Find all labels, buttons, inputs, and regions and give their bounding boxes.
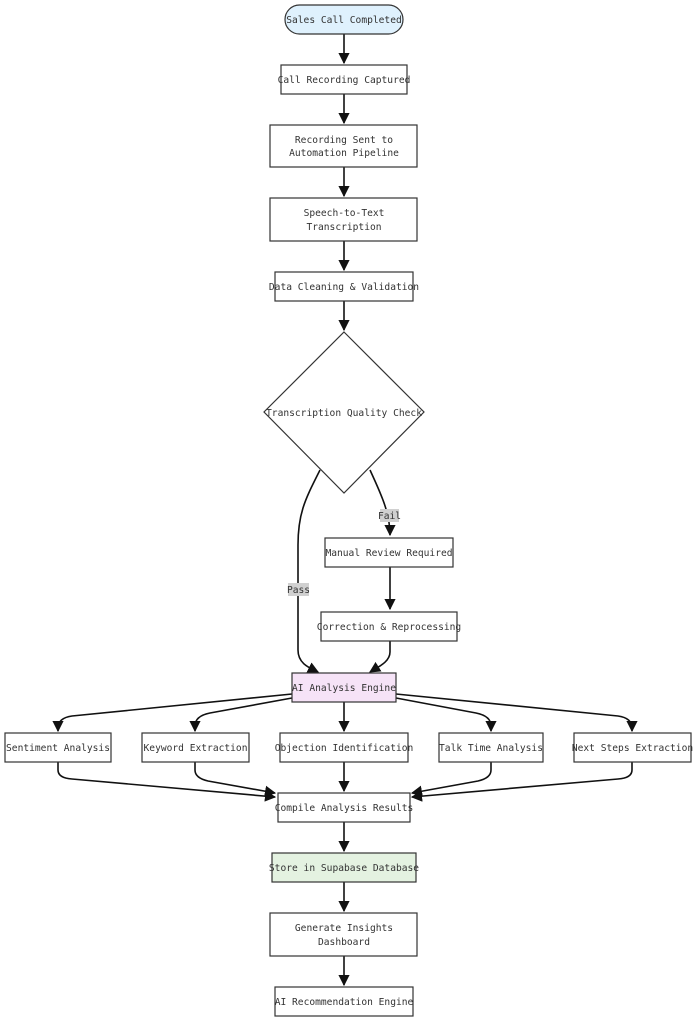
- node-store-in-supabase-label: Store in Supabase Database: [269, 863, 419, 874]
- edge-sentiment-to-compile: [57, 762, 277, 802]
- edge-ai-to-nextsteps: [395, 693, 638, 733]
- node-transcription-quality-check[interactable]: Transcription Quality Check: [263, 331, 425, 494]
- node-correction-reprocessing[interactable]: Correction & Reprocessing: [317, 611, 461, 642]
- node-compile-analysis-results[interactable]: Compile Analysis Results: [275, 792, 414, 823]
- node-data-cleaning-label: Data Cleaning & Validation: [269, 282, 419, 293]
- node-speech-to-text[interactable]: Speech-to-Text Transcription: [269, 197, 418, 242]
- node-recording-sent[interactable]: Recording Sent to Automation Pipeline: [269, 124, 418, 168]
- node-call-recording-captured-label: Call Recording Captured: [278, 75, 411, 86]
- node-transcription-quality-check-label: Transcription Quality Check: [266, 408, 422, 419]
- node-next-steps-extraction[interactable]: Next Steps Extraction: [572, 732, 693, 763]
- node-generate-insights-dashboard-label-line1: Generate Insights: [295, 923, 393, 934]
- node-ai-recommendation-engine[interactable]: AI Recommendation Engine: [274, 986, 414, 1017]
- edge-ai-to-keyword: [189, 697, 293, 733]
- node-keyword-extraction[interactable]: Keyword Extraction: [141, 732, 250, 763]
- node-ai-recommendation-engine-label: AI Recommendation Engine: [275, 997, 414, 1008]
- edge-label-fail: Fail: [378, 509, 401, 522]
- edge-talktime-to-compile: [410, 762, 492, 797]
- edge-ai-to-sentiment: [52, 693, 293, 733]
- node-keyword-extraction-label: Keyword Extraction: [144, 743, 248, 754]
- node-recording-sent-label-line2: Automation Pipeline: [289, 148, 399, 159]
- edges: [52, 34, 638, 987]
- node-ai-analysis-engine[interactable]: AI Analysis Engine: [291, 672, 397, 703]
- node-sales-call-completed-label: Sales Call Completed: [286, 15, 402, 26]
- node-sentiment-analysis-label: Sentiment Analysis: [6, 743, 110, 754]
- edge-label-pass: Pass: [287, 583, 310, 596]
- node-talk-time-analysis-label: Talk Time Analysis: [439, 743, 543, 754]
- node-objection-identification[interactable]: Objection Identification: [275, 732, 414, 763]
- edge-label-pass-text: Pass: [287, 585, 310, 596]
- node-manual-review-required[interactable]: Manual Review Required: [324, 537, 454, 568]
- node-generate-insights-dashboard-label-line2: Dashboard: [318, 937, 370, 948]
- node-ai-analysis-engine-label: AI Analysis Engine: [292, 683, 396, 694]
- node-next-steps-extraction-label: Next Steps Extraction: [572, 743, 693, 754]
- edge-quality-pass: [297, 469, 321, 673]
- edge-ai-to-talktime: [395, 697, 497, 733]
- node-speech-to-text-label-line1: Speech-to-Text: [304, 208, 385, 219]
- edge-keyword-to-compile: [194, 762, 277, 797]
- edge-correction-to-ai: [369, 641, 391, 673]
- node-generate-insights-dashboard[interactable]: Generate Insights Dashboard: [269, 912, 418, 957]
- node-manual-review-required-label: Manual Review Required: [325, 548, 452, 559]
- node-store-in-supabase[interactable]: Store in Supabase Database: [269, 852, 419, 883]
- node-sentiment-analysis[interactable]: Sentiment Analysis: [4, 732, 112, 763]
- node-data-cleaning[interactable]: Data Cleaning & Validation: [269, 271, 419, 302]
- edge-quality-fail: [369, 469, 396, 537]
- node-speech-to-text-label-line2: Transcription: [306, 222, 381, 233]
- node-compile-analysis-results-label: Compile Analysis Results: [275, 803, 414, 814]
- edge-nextsteps-to-compile: [410, 762, 633, 802]
- edge-label-fail-text: Fail: [378, 511, 401, 522]
- node-correction-reprocessing-label: Correction & Reprocessing: [317, 622, 461, 633]
- node-objection-identification-label: Objection Identification: [275, 743, 414, 754]
- node-sales-call-completed[interactable]: Sales Call Completed: [284, 4, 404, 35]
- node-talk-time-analysis[interactable]: Talk Time Analysis: [438, 732, 544, 763]
- node-call-recording-captured[interactable]: Call Recording Captured: [278, 64, 411, 95]
- node-recording-sent-label-line1: Recording Sent to: [295, 135, 393, 146]
